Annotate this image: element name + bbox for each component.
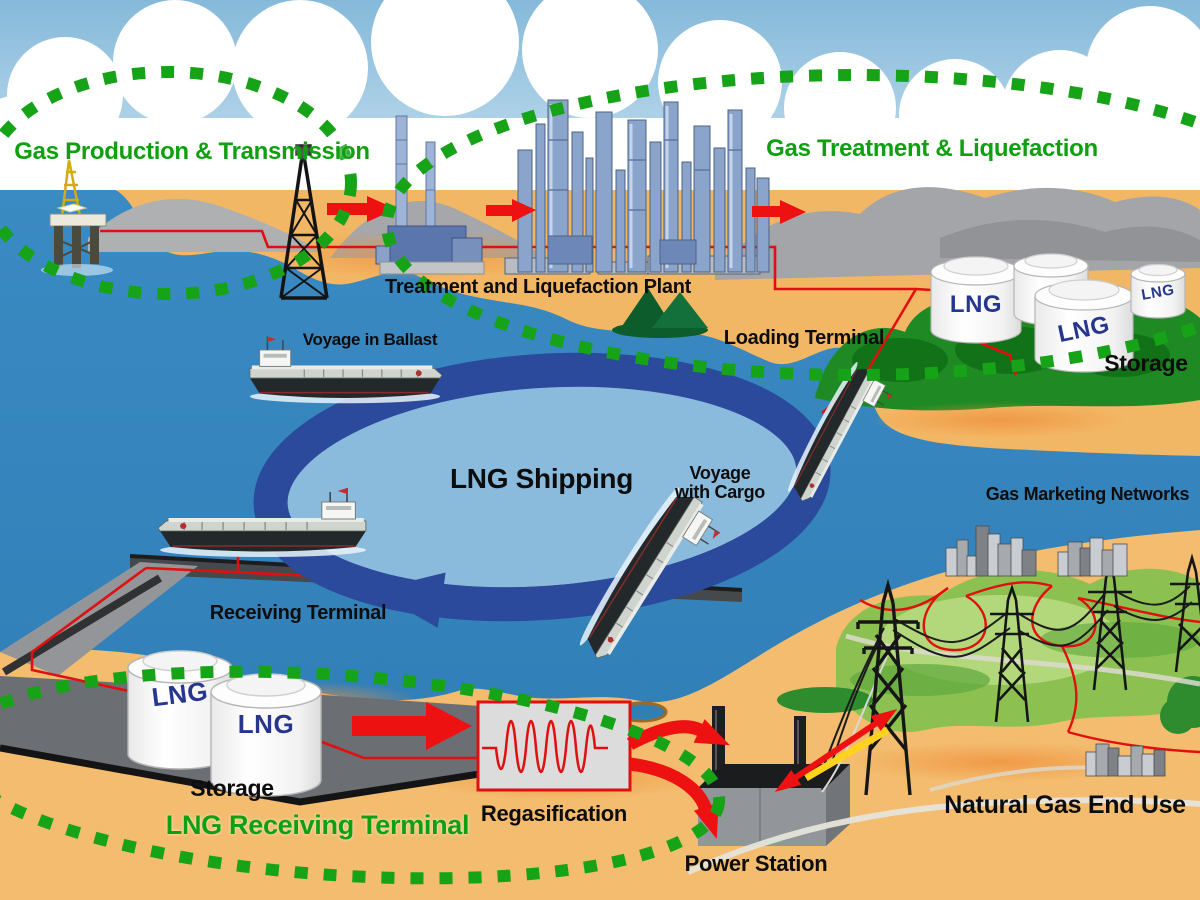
label-voyage-with-cargo: Voyage with Cargo: [664, 464, 776, 501]
lng-storage-tanks-bottom: [127, 650, 322, 797]
offshore-platform-icon: [41, 159, 113, 276]
label-loading-terminal: Loading Terminal: [723, 327, 885, 349]
liquefaction-plant-icon: [504, 99, 770, 275]
label-lng-receiving-terminal: LNG Receiving Terminal: [165, 810, 470, 840]
label-voyage-with-cargo-line1: Voyage: [689, 463, 751, 483]
drilling-derrick-icon: [279, 144, 329, 300]
tank-label-bottom-2: LNG: [237, 709, 295, 739]
production-region-outline: [0, 66, 357, 300]
label-storage-top: Storage: [1104, 350, 1188, 376]
tank-label-top-1: LNG: [949, 291, 1003, 318]
label-voyage-in-ballast: Voyage in Ballast: [302, 330, 438, 349]
label-power-station: Power Station: [684, 851, 828, 876]
label-natural-gas-end-use: Natural Gas End Use: [944, 791, 1186, 819]
city-buildings-icon: [945, 525, 1166, 777]
transmission-tower-icon: [856, 553, 1200, 796]
label-regasification: Regasification: [480, 801, 628, 826]
regas-output-arrows: [626, 719, 730, 839]
label-gas-treatment-liquefaction: Gas Treatment & Liquefaction: [766, 135, 1098, 162]
flow-arrows: [327, 196, 806, 750]
label-gas-marketing-networks: Gas Marketing Networks: [985, 484, 1190, 504]
label-gas-production-transmission: Gas Production & Transmission: [14, 138, 370, 165]
label-receiving-terminal: Receiving Terminal: [209, 602, 387, 624]
label-voyage-with-cargo-line2: with Cargo: [675, 481, 765, 502]
electricity-arrows: [774, 709, 898, 792]
label-storage-bottom: Storage: [190, 775, 274, 801]
region-outlines: [0, 66, 1200, 885]
receiving-region-outline: [0, 665, 726, 885]
treatment-plant-icon: [375, 115, 485, 275]
label-treatment-plant: Treatment and Liquefaction Plant: [385, 276, 691, 298]
label-lng-shipping: LNG Shipping: [450, 463, 634, 494]
regasification-unit: [476, 700, 632, 792]
